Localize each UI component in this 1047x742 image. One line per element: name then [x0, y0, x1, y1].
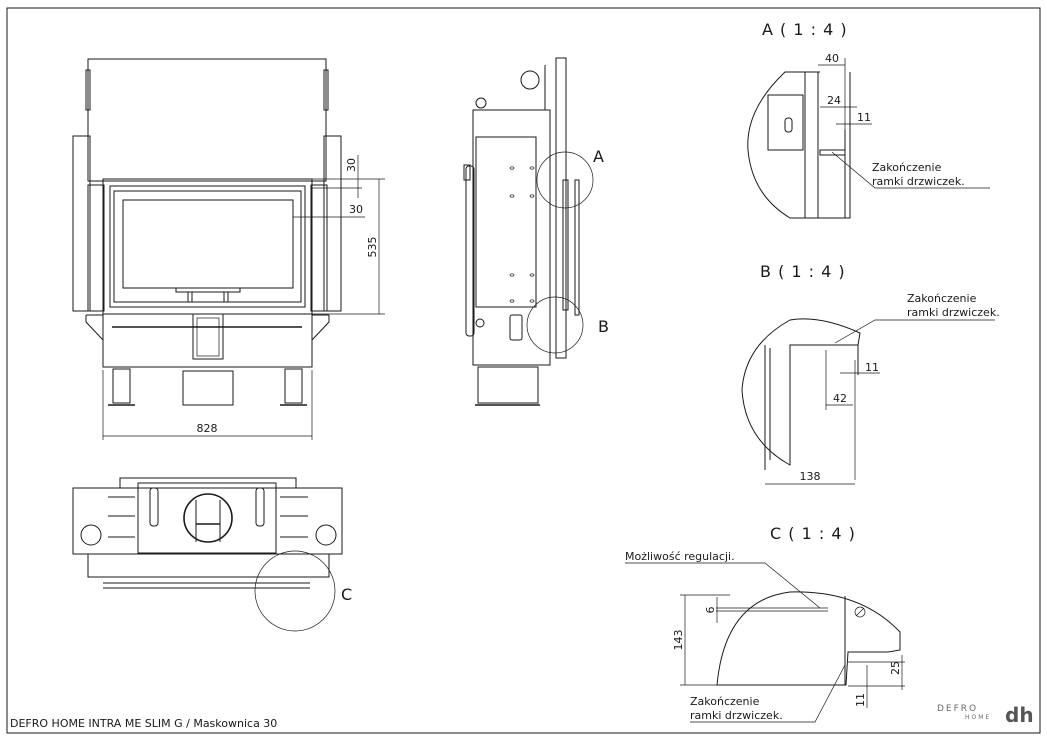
drawing-title: DEFRO HOME INTRA ME SLIM G / Maskownica …: [10, 717, 278, 730]
logo-sub: HOME: [965, 714, 992, 721]
detail-c-note-1: Zakończenie: [690, 695, 760, 708]
detail-a-dim-40: 40: [825, 52, 839, 65]
detail-a-dim-24: 24: [827, 94, 841, 107]
detail-b-dim-11: 11: [865, 361, 879, 374]
detail-c-dim-143: 143: [672, 630, 685, 651]
sheet-border: [6, 7, 1041, 734]
detail-a-title: A ( 1 : 4 ): [762, 20, 848, 39]
detail-c-dim-6: 6: [704, 607, 717, 614]
detail-circle-b: [526, 296, 584, 354]
dim-width: 828: [197, 422, 218, 435]
callout-c: C: [341, 585, 352, 604]
detail-b: B ( 1 : 4 ) 11 42 138 Zakończenie ramki …: [741, 262, 1000, 485]
detail-b-dim-138: 138: [800, 470, 821, 483]
detail-c-title: C ( 1 : 4 ): [770, 524, 856, 543]
detail-b-note-1: Zakończenie: [907, 292, 977, 305]
detail-b-note-2: ramki drzwiczek.: [907, 306, 1000, 319]
detail-circle-a: [536, 151, 594, 209]
dim-side-offset: 30: [349, 203, 363, 216]
detail-c-dim-11: 11: [854, 693, 867, 707]
detail-circle-c: [254, 550, 336, 632]
side-view: A B: [463, 57, 609, 406]
detail-b-dim-42: 42: [833, 392, 847, 405]
top-view: C: [72, 477, 352, 632]
dim-top-offset: 30: [345, 158, 358, 172]
callout-a: A: [593, 147, 604, 166]
detail-a-note-1: Zakończenie: [872, 161, 942, 174]
detail-b-title: B ( 1 : 4 ): [760, 262, 846, 281]
detail-c: C ( 1 : 4 ) 143 6 25 11 Możliwość regula…: [625, 524, 905, 723]
detail-c-note-2: ramki drzwiczek.: [690, 709, 783, 722]
callout-b: B: [598, 317, 609, 336]
dim-height: 535: [366, 237, 379, 258]
logo-brand: DEFRO: [937, 704, 979, 714]
detail-a: A ( 1 : 4 ) 40 24 11 Zakończenie ramki d…: [747, 20, 990, 219]
detail-a-note-2: ramki drzwiczek.: [872, 175, 965, 188]
detail-c-dim-25: 25: [889, 661, 902, 675]
detail-c-adjust-note: Możliwość regulacji.: [625, 550, 735, 563]
logo-mark-icon: dh: [1005, 703, 1034, 727]
front-view: 828 535 30 30: [72, 58, 385, 440]
defro-home-logo: DEFRO HOME dh: [937, 703, 1034, 727]
detail-a-dim-11: 11: [857, 111, 871, 124]
